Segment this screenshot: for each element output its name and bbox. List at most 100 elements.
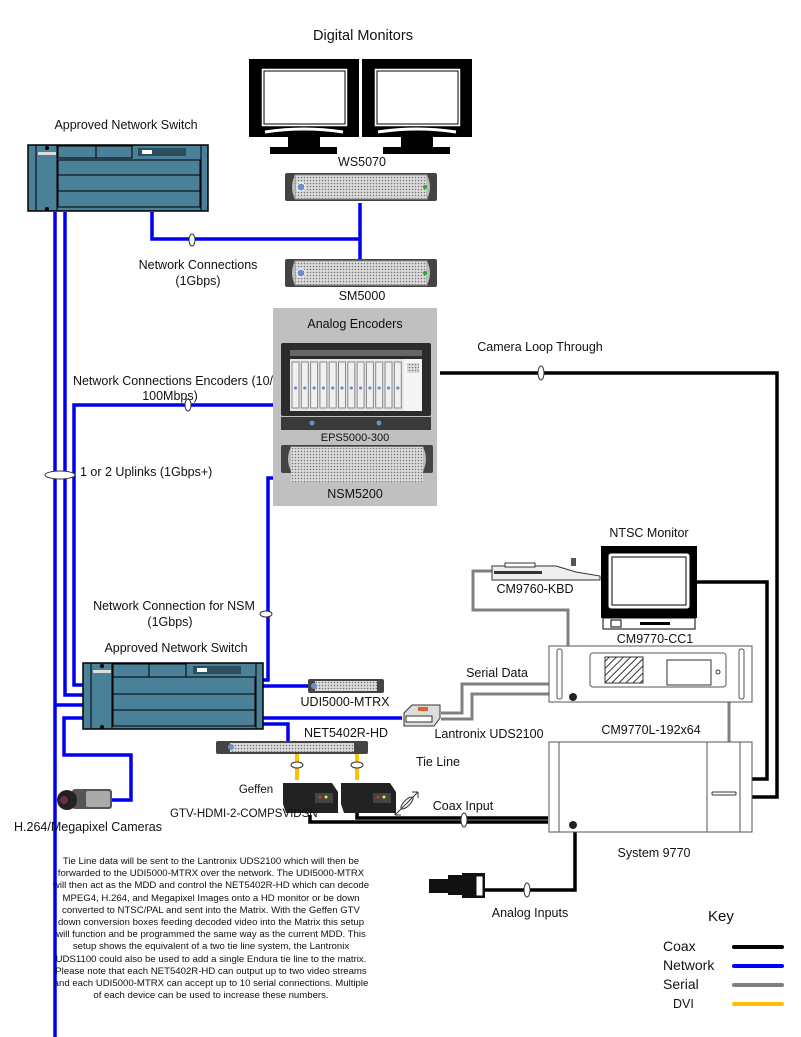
ws5070-server	[284, 172, 438, 202]
label-udi5000-mtrx: UDI5000-MTRX	[300, 695, 390, 709]
label-network-connections-encoders-speed: 100Mbps)	[142, 389, 198, 403]
label-network-connections-encoders: Network Connections Encoders (10/	[72, 374, 274, 388]
encoder-card-led	[331, 386, 335, 390]
encoder-card	[384, 361, 393, 409]
label-system-9770: System 9770	[617, 846, 691, 860]
encoder-card-led	[396, 386, 400, 390]
label-coax-input: Coax Input	[432, 799, 494, 813]
coax-cable-input-2	[355, 813, 548, 820]
coax-cables	[308, 371, 779, 892]
encoder-card-led	[377, 386, 381, 390]
encoder-card-led	[340, 386, 344, 390]
cm9770l-matrix-device	[548, 741, 753, 833]
label-cm9770-cc1: CM9770-CC1	[616, 632, 694, 646]
label-network-connection-nsm: Network Connection for NSM	[93, 599, 255, 613]
encoder-card	[365, 361, 374, 409]
encoder-card	[375, 361, 384, 409]
network-cables	[53, 203, 402, 1037]
cm9770-cc1-device	[548, 645, 753, 703]
network-switch-bottom	[82, 662, 264, 730]
label-analog-encoders: Analog Encoders	[307, 317, 403, 331]
label-cm9770l: CM9770L-192x64	[601, 723, 701, 737]
encoder-card-led	[349, 386, 353, 390]
geffen-converter-2	[341, 783, 396, 813]
sm5000-server	[284, 258, 438, 288]
coax-cable-input-1	[308, 815, 548, 824]
cm9760-kbd-keyboard	[491, 558, 601, 581]
key-label-coax: Coax	[663, 938, 696, 954]
network-cable-encoders	[72, 403, 402, 687]
network-cable-switch-to-sm	[150, 212, 360, 241]
encoder-card-led	[303, 386, 307, 390]
serial-cable-data-1	[441, 682, 552, 715]
label-camera-loop-through: Camera Loop Through	[477, 340, 603, 354]
encoder-card	[393, 361, 402, 409]
key-title: Key	[708, 908, 734, 925]
digital-monitor-left	[249, 59, 359, 154]
label-geffen-model: GTV-HDMI-2-COMPSVIDSN	[170, 808, 318, 820]
nsm5200-grille	[291, 447, 423, 482]
label-geffen: Geffen	[238, 784, 274, 796]
label-sm5000: SM5000	[338, 289, 386, 303]
serial-cable-keyboard	[471, 569, 570, 646]
label-nsm5200: NSM5200	[327, 487, 383, 501]
label-lantronix-uds2100: Lantronix UDS2100	[434, 727, 544, 741]
label-eps5000: EPS5000-300	[320, 432, 390, 444]
label-switch-bottom: Approved Network Switch	[104, 641, 248, 655]
network-cable-camera	[62, 716, 133, 802]
label-network-connections-speed: (1Gbps)	[175, 274, 221, 288]
serial-cable-data-2	[441, 692, 552, 721]
network-cable-net5402	[258, 722, 290, 746]
key-label-dvi: DVI	[673, 997, 694, 1011]
uplink-cable-2	[63, 212, 83, 697]
encoder-card	[338, 361, 346, 409]
megapixel-camera	[57, 789, 112, 810]
analog-input-connector-icon	[429, 873, 485, 898]
encoder-card	[319, 361, 328, 409]
label-tie-line: Tie Line	[415, 755, 460, 769]
label-net5402r-hd: NET5402R-HD	[303, 726, 389, 740]
encoder-card	[291, 361, 300, 409]
network-switch-top	[27, 144, 209, 212]
encoder-card-led	[312, 386, 316, 390]
encoder-card	[310, 361, 319, 409]
geffen-converter-1	[283, 783, 338, 813]
digital-monitor-right	[362, 59, 472, 154]
encoder-card	[347, 361, 356, 409]
description-notes: Tie Line data will be sent to the Lantro…	[52, 856, 370, 1002]
label-ntsc-monitor: NTSC Monitor	[609, 526, 689, 540]
ntsc-monitor	[601, 546, 697, 630]
encoder-card-led	[368, 386, 372, 390]
lantronix-uds2100-device	[403, 704, 441, 727]
label-serial-data: Serial Data	[466, 666, 528, 680]
key-legend-lines	[732, 945, 784, 1006]
label-network-connections: Network Connections	[138, 258, 258, 272]
coax-cable-ntsc-monitor	[695, 580, 769, 781]
digital-monitors-title: Digital Monitors	[313, 28, 413, 44]
encoder-card-led	[293, 386, 298, 390]
label-cm9760-kbd: CM9760-KBD	[496, 582, 574, 596]
encoder-card-led	[359, 386, 363, 390]
coax-cable-camera-loop	[440, 371, 779, 799]
key-label-serial: Serial	[663, 976, 699, 992]
encoder-cards	[291, 361, 402, 409]
label-network-connection-nsm-speed: (1Gbps)	[147, 615, 193, 629]
tie-line-arrow-icon	[394, 791, 419, 816]
label-switch-top: Approved Network Switch	[54, 118, 198, 132]
dvi-cables	[295, 754, 359, 780]
label-uplinks: 1 or 2 Uplinks (1Gbps+)	[80, 465, 213, 479]
encoder-card-led	[321, 386, 325, 390]
serial-cables	[441, 569, 731, 742]
encoder-card	[328, 361, 337, 409]
label-ws5070: WS5070	[338, 155, 386, 169]
label-analog-inputs: Analog Inputs	[491, 906, 569, 920]
coax-cable-analog-inputs	[483, 832, 577, 892]
udi5000-mtrx-device	[308, 679, 384, 693]
net5402r-hd-device	[216, 741, 368, 754]
key-label-network: Network	[663, 957, 715, 973]
encoder-card	[300, 361, 309, 409]
encoder-card-led	[386, 386, 391, 390]
label-megapixel-cameras: H.264/Megapixel Cameras	[14, 820, 162, 834]
encoder-card	[356, 361, 365, 409]
